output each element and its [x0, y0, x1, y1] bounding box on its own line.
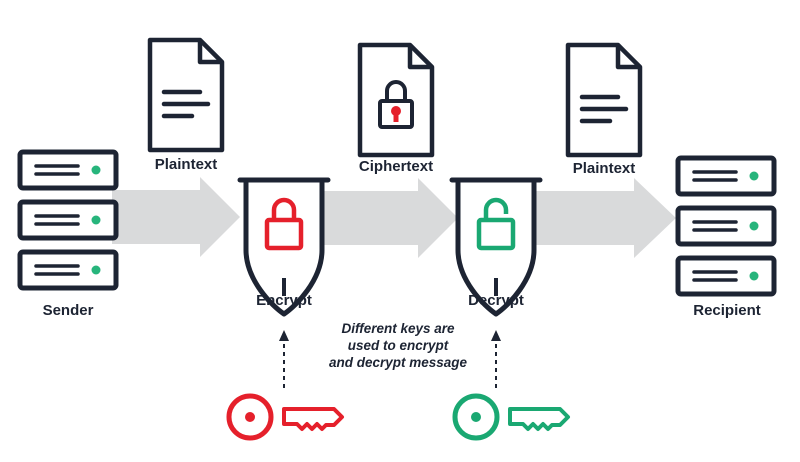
decrypt-label: Decrypt	[468, 292, 524, 309]
recipient-server-icon	[678, 158, 774, 294]
plaintext-label: Plaintext	[154, 156, 218, 173]
ciphertext-label: Ciphertext	[358, 158, 434, 175]
document-lock-icon	[378, 80, 414, 129]
decrypt-shield-icon	[449, 177, 543, 314]
encryption-key-icon	[226, 393, 344, 441]
locked-padlock-icon	[264, 197, 304, 251]
sender-server-icon	[20, 152, 116, 288]
flow-arrow-decrypt-to-recipient	[536, 178, 676, 258]
decryption-key-icon	[452, 393, 570, 441]
ciphertext-document-icon	[360, 45, 432, 155]
encrypt-key-pointer	[279, 330, 289, 388]
flow-arrow-encrypt-to-decrypt	[320, 178, 458, 258]
encrypt-shield-icon	[237, 177, 331, 314]
flow-arrow-sender-to-encrypt	[112, 177, 240, 257]
key-note-line-2: used to encrypt	[347, 338, 449, 353]
key-note: Different keys are used to encrypt and d…	[298, 320, 498, 371]
plaintext-output-label: Plaintext	[572, 160, 636, 177]
unlocked-padlock-icon	[476, 197, 516, 251]
plaintext-document-icon	[150, 40, 222, 150]
key-note-line-3: and decrypt message	[328, 355, 468, 370]
sender-label: Sender	[42, 302, 94, 319]
recipient-label: Recipient	[693, 302, 761, 319]
encrypt-label: Encrypt	[256, 292, 312, 309]
key-note-line-1: Different keys are	[341, 321, 455, 336]
decrypt-key-pointer	[491, 330, 501, 388]
plaintext-output-document-icon	[568, 45, 640, 155]
